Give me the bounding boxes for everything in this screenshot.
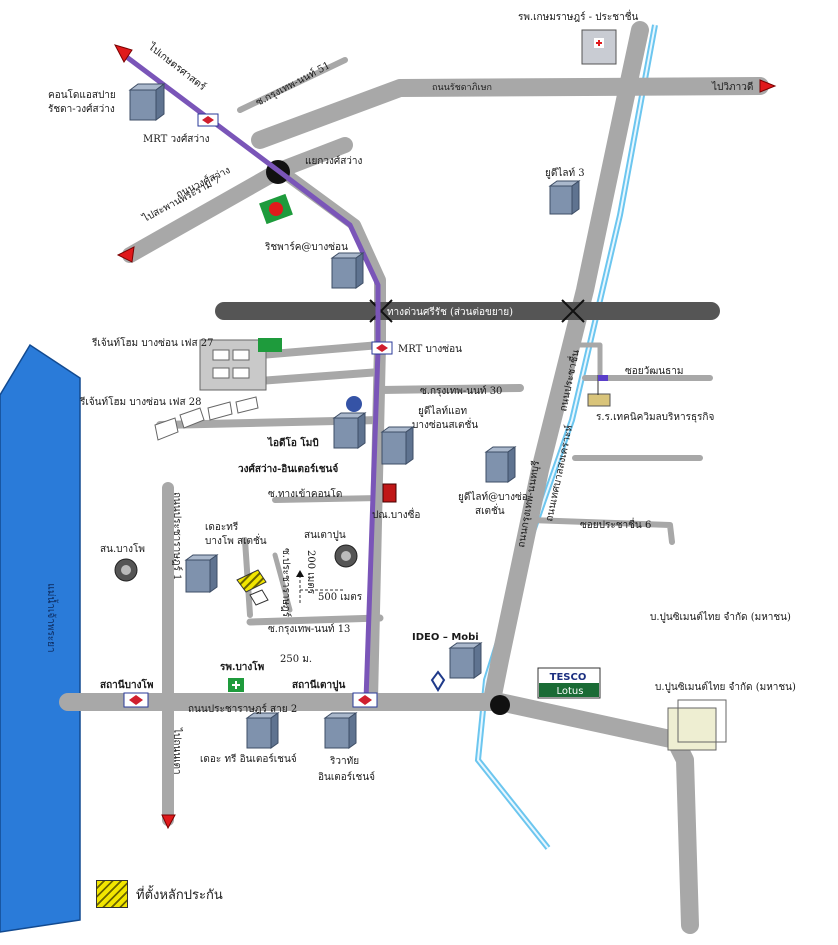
tesco-lotus-logo: TESCO Lotus <box>537 667 601 699</box>
direction-arrows <box>114 44 777 830</box>
label-to-nonthaburi: ไปถนนเตา <box>171 727 183 775</box>
label-ulight-station-1: ยูดีไลท์@บางซ่อ <box>458 491 528 503</box>
label-mrt-bangson: MRT บางซ่อน <box>398 344 462 355</box>
label-station-bangpho: สถานีบางโพ <box>100 678 154 691</box>
label-ideo-mobi-2: วงศ์สว่าง-อินเตอร์เชนจ์ <box>238 463 338 475</box>
label-soi-wattana: ซอยวัฒนธาม <box>625 366 683 377</box>
post-office-icon <box>382 483 397 503</box>
river-label: แม่น้ำเจ้าพระยา <box>45 583 59 652</box>
label-siam-cement-2: บ.ปูนซิเมนต์ไทย จำกัด (มหาชน) <box>655 681 796 693</box>
green-lot <box>258 338 282 352</box>
mrt-station-icons <box>123 113 393 708</box>
label-siam-cement: บ.ปูนซิเมนต์ไทย จำกัด (มหาชน) <box>650 611 791 623</box>
building-icons <box>128 83 581 749</box>
label-dist500: 500 เมตร <box>318 592 363 603</box>
label-soi-pracha6: ซอยประชาชื่น 6 <box>580 517 651 531</box>
legend: ที่ตั้งหลักประกัน <box>96 880 223 908</box>
map-labels: รพ.เกษมราษฎร์ - ประชาชื่น ไปเกษตรศาสตร์ … <box>48 9 796 783</box>
label-mrt-wongsawang: MRT วงศ์สว่าง <box>143 133 210 145</box>
road-network <box>59 21 769 934</box>
label-ulight-bangson-1: ยูดีไลท์แอท <box>418 405 467 417</box>
label-soi51: ซ.กรุงเทพ-นนท์ 51 <box>254 59 332 108</box>
label-ulight3: ยูดีไลท์ 3 <box>545 167 585 179</box>
regent-28-block <box>154 396 259 441</box>
chao-phraya-river <box>0 343 81 933</box>
hospital-icon-top <box>581 29 617 65</box>
tesco-label: TESCO <box>550 672 587 683</box>
label-bangpho-hospital: รพ.บางโพ <box>220 660 265 673</box>
label-tech-school: ร.ร.เทคนิควิมลบริหารธุรกิจ <box>596 412 714 423</box>
label-ulight-bangson-2: บางซ่อนสเตชั่น <box>412 417 478 431</box>
label-kao-pun: สนเตาปูน <box>304 530 346 541</box>
label-to-vipavadi: ไปวิภาวดี <box>711 81 753 93</box>
expressway-srirat <box>215 302 720 320</box>
label-ideo-mobi-1: ไอดีโอ โมบิ <box>267 436 319 449</box>
label-ideo-mobi-en: IDEO – Mobi <box>412 632 479 643</box>
subject-site-swatch <box>96 880 128 908</box>
label-post: ปณ.บางซื่อ <box>372 507 420 521</box>
bangpho-hospital-icon <box>228 678 244 692</box>
label-pracharat1: ถนนประชาราษฎร์ 1 <box>171 492 183 580</box>
label-ulight-station-2: สเตชั่น <box>475 503 505 517</box>
label-soi30: ซ.กรุงเทพ-นนท์ 30 <box>420 385 502 397</box>
school-icon <box>587 375 611 407</box>
regent-27-block <box>199 339 267 391</box>
label-dist250: 250 ม. <box>280 654 312 665</box>
label-richpark: ริชพาร์ค@บางซ่อน <box>264 241 348 253</box>
expressway-label: ทางด่วนศรีรัช (ส่วนต่อขยาย) <box>387 306 513 318</box>
legend-label: ที่ตั้งหลักประกัน <box>136 887 223 903</box>
label-bangpho-bus: สน.บางโพ <box>100 542 145 555</box>
label-the-tree-inter: เดอะ ทรี อินเตอร์เชนจ์ <box>200 753 297 765</box>
label-riviera-2: อินเตอร์เชนจ์ <box>318 771 375 783</box>
label-regent27: รีเจ้นท์โฮม บางซ่อน เฟส 27 <box>91 336 213 349</box>
label-condo-line2: รัชดา-วงศ์สว่าง <box>48 103 115 115</box>
label-rama-chest: รพ.เกษมราษฎร์ - ประชาชื่น <box>518 9 638 23</box>
round-icons <box>114 396 362 582</box>
label-soi13: ซ.กรุงเทพ-นนท์ 13 <box>268 623 350 635</box>
label-ratchada: ถนนรัชดาภิเษก <box>432 82 492 93</box>
label-the-tree-2: บางโพ สเตชั่น <box>205 533 267 547</box>
label-condo-line1: คอนโดแอสปาย <box>48 88 116 101</box>
subject-site <box>236 569 269 606</box>
temple-icon <box>430 670 446 692</box>
siam-cement-building <box>667 699 727 751</box>
label-the-tree-1: เดอะทรี <box>205 521 239 533</box>
wongsawang-logo <box>259 193 293 225</box>
mrt-purple-line <box>122 53 381 701</box>
label-station-taopun: สถานีเตาปูน <box>292 679 345 692</box>
label-pracharat2: ถนนประชาราษฎร์ สาย 2 <box>188 703 297 715</box>
label-wongsawang-jct: แยกวงศ์สว่าง <box>305 155 363 167</box>
label-soi-prachachuen-side: ซ.ประชาราษฎร์ <box>280 548 292 618</box>
label-regent28: รีเจ้นท์โฮม บางซ่อน เฟส 28 <box>79 395 201 408</box>
label-riviera-1: ริวาทัย <box>329 756 359 767</box>
label-dist200: 200 เมตร <box>305 550 316 595</box>
label-soi-kent: ซ.ทางเข้าคอนโด <box>268 487 342 500</box>
lotus-label: Lotus <box>557 686 584 697</box>
